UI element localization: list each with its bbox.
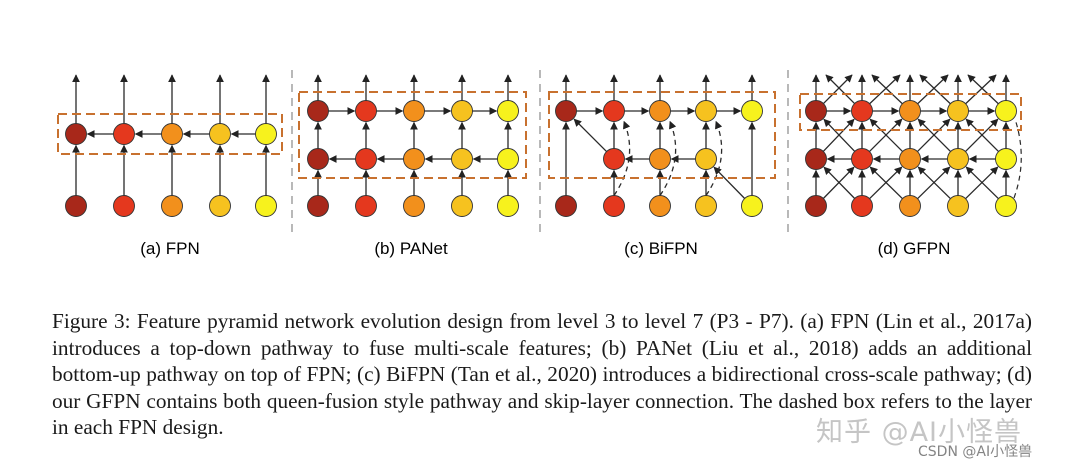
feature-node: [403, 195, 425, 217]
connection-arrow: [967, 74, 999, 105]
feature-node: [209, 123, 231, 145]
feature-node: [255, 123, 277, 145]
caption-line: a bidirectional cross-scale pathway; (d)…: [52, 362, 1033, 413]
connection-arrow: [917, 74, 949, 105]
feature-node: [851, 100, 873, 122]
feature-node: [161, 123, 183, 145]
feature-node: [995, 195, 1017, 217]
feature-node: [307, 195, 329, 217]
feature-node: [995, 100, 1017, 122]
connection-arrow: [825, 74, 856, 105]
skip-connection-arrow: [613, 120, 631, 196]
panel-label-panet: (b) PANet: [374, 239, 448, 258]
feature-node: [113, 195, 135, 217]
panel-label-gfpn: (d) GFPN: [878, 239, 951, 258]
feature-node: [355, 100, 377, 122]
connection-arrow: [871, 74, 903, 105]
feature-node: [899, 100, 921, 122]
panel-label-bifpn: (c) BiFPN: [624, 239, 698, 258]
feature-node: [307, 100, 329, 122]
feature-node: [65, 123, 87, 145]
layer-dashed-box: [298, 91, 527, 179]
connection-arrow: [713, 166, 746, 199]
feature-node: [695, 148, 717, 170]
feature-node: [355, 148, 377, 170]
feature-node: [695, 195, 717, 217]
feature-node: [947, 195, 969, 217]
connection-arrow: [965, 166, 999, 200]
connection-arrow: [869, 166, 903, 200]
feature-node: [603, 100, 625, 122]
feature-node: [947, 100, 969, 122]
layer-dashed-box: [57, 113, 283, 155]
connection-arrow: [822, 118, 855, 152]
feature-node: [649, 100, 671, 122]
feature-node: [451, 195, 473, 217]
connection-arrow: [964, 118, 999, 153]
feature-node: [947, 148, 969, 170]
feature-node: [403, 148, 425, 170]
feature-node: [555, 195, 577, 217]
feature-node: [649, 148, 671, 170]
caption-line: skip-layer connection. The dashed box re…: [52, 388, 1033, 440]
feature-node: [995, 148, 1017, 170]
feature-node: [451, 148, 473, 170]
caption-line: 2018) adds an additional bottom-up pathw…: [52, 335, 1033, 387]
feature-node: [497, 100, 519, 122]
feature-node: [451, 100, 473, 122]
feature-node: [805, 100, 827, 122]
skip-connection-arrow: [705, 120, 723, 196]
feature-node: [65, 195, 87, 217]
skip-connection-arrow: [659, 120, 677, 196]
zhihu-watermark: 知乎 @AI小怪兽: [816, 417, 1023, 448]
feature-node: [851, 195, 873, 217]
feature-node: [741, 100, 763, 122]
feature-node: [603, 195, 625, 217]
feature-node: [403, 100, 425, 122]
feature-node: [355, 195, 377, 217]
connection-arrow: [916, 118, 951, 153]
connection-arrow: [965, 74, 997, 105]
fpn-evolution-figure: (a) FPN (b) PANet (c) BiFPN (d) GFPN: [57, 70, 1022, 258]
panel-label-fpn: (a) FPN: [140, 239, 200, 258]
connection-arrow: [869, 74, 901, 105]
connection-arrow: [573, 118, 608, 153]
connection-arrow: [822, 74, 853, 105]
feature-node: [695, 100, 717, 122]
connection-arrow: [917, 166, 951, 200]
feature-node: [899, 148, 921, 170]
feature-node: [161, 195, 183, 217]
feature-node: [209, 195, 231, 217]
layer-dashed-box: [548, 91, 776, 179]
skip-connection-arrow: [1013, 118, 1022, 199]
caption-line: Figure 3: Feature pyramid network evolut…: [52, 309, 913, 333]
feature-node: [113, 123, 135, 145]
layer-dashed-box: [799, 93, 1022, 131]
feature-node: [649, 195, 671, 217]
feature-node: [741, 195, 763, 217]
feature-node: [255, 195, 277, 217]
feature-node: [603, 148, 625, 170]
feature-node: [899, 195, 921, 217]
feature-node: [805, 195, 827, 217]
feature-node: [497, 195, 519, 217]
csdn-watermark: CSDN @AI小怪兽: [918, 444, 1033, 460]
feature-node: [497, 148, 519, 170]
feature-node: [555, 100, 577, 122]
caption-line: et al., 2017a) introduces a top-down pat…: [52, 309, 1033, 360]
connection-arrow: [822, 166, 855, 199]
feature-node: [805, 148, 827, 170]
feature-node: [307, 148, 329, 170]
connection-arrow: [919, 74, 951, 105]
figure-caption: Figure 3: Feature pyramid network evolut…: [52, 308, 1032, 441]
feature-node: [851, 148, 873, 170]
connection-arrow: [868, 118, 903, 153]
